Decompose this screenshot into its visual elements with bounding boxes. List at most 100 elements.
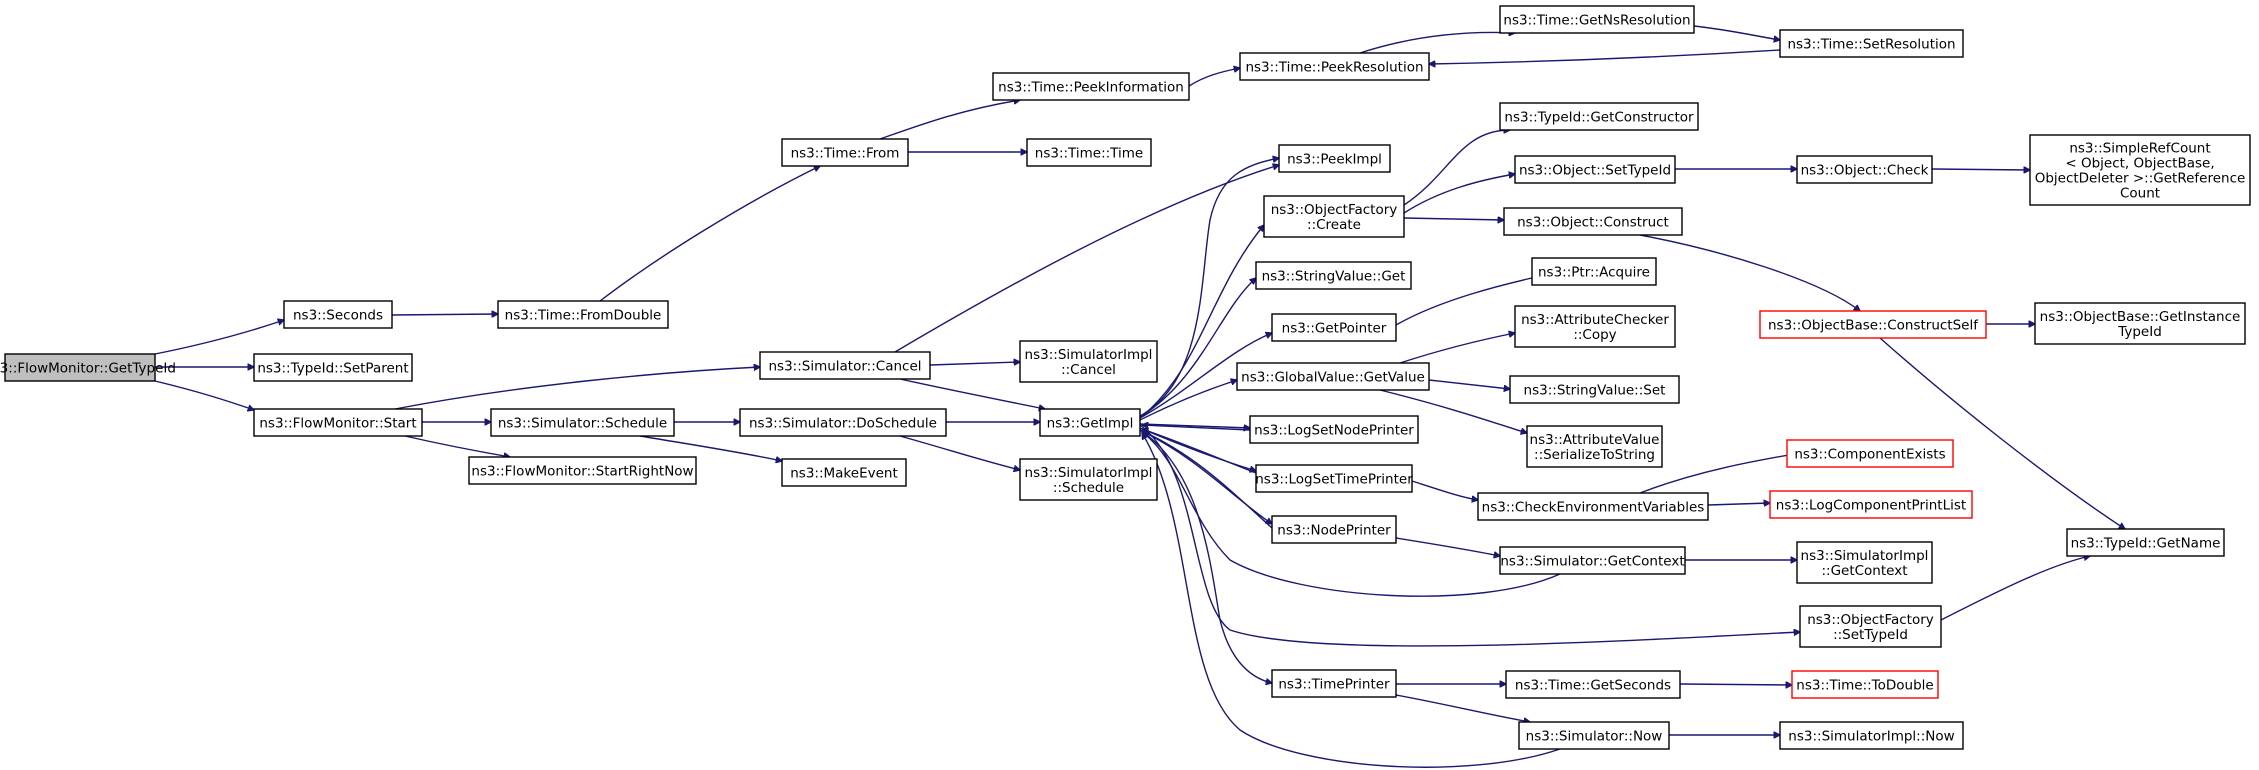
node-box xyxy=(781,458,907,487)
node-objfactcreate[interactable]: ns3::ObjectFactory::Create xyxy=(1263,195,1405,238)
node-implschedule[interactable]: ns3::SimulatorImpl::Schedule xyxy=(1019,458,1158,501)
node-logsetnode[interactable]: ns3::LogSetNodePrinter xyxy=(1249,415,1419,444)
node-objcheck[interactable]: ns3::Object::Check xyxy=(1796,155,1933,184)
edge-ofsettid-to-tidgetname xyxy=(1940,556,2090,621)
node-root[interactable]: ns3::FlowMonitor::GetTypeId xyxy=(0,353,176,382)
node-tidgetctor[interactable]: ns3::TypeId::GetConstructor xyxy=(1499,102,1699,131)
node-box xyxy=(1531,257,1657,286)
node-box xyxy=(1271,313,1397,342)
node-fromdouble[interactable]: ns3::Time::FromDouble xyxy=(497,300,669,329)
node-makeevent[interactable]: ns3::MakeEvent xyxy=(781,458,907,487)
edge-peekinfo-to-peekres xyxy=(1188,68,1240,87)
node-implcancel[interactable]: ns3::SimulatorImpl::Cancel xyxy=(1019,340,1158,383)
node-label: ns3::Object::Construct xyxy=(1517,215,1669,231)
node-nodeprinter[interactable]: ns3::NodePrinter xyxy=(1271,515,1397,544)
node-box xyxy=(2066,528,2225,557)
node-getnsres[interactable]: ns3::Time::GetNsResolution xyxy=(1499,5,1695,34)
node-label: ns3::PeekImpl xyxy=(1287,152,1382,168)
node-logsettime[interactable]: ns3::LogSetTimePrinter xyxy=(1255,464,1413,493)
node-constructself[interactable]: ns3::ObjectBase::ConstructSelf xyxy=(1759,310,1987,339)
node-label: ns3::Object::Check xyxy=(1801,163,1929,179)
node-label: ns3::ObjectFactory xyxy=(1807,612,1934,628)
node-label: ns3::StringValue::Get xyxy=(1262,269,1406,285)
node-label: ns3::Simulator::Cancel xyxy=(768,359,921,375)
node-simschedule[interactable]: ns3::Simulator::Schedule xyxy=(490,408,675,437)
node-label: ns3::Time::PeekResolution xyxy=(1245,60,1423,76)
node-label: ns3::LogComponentPrintList xyxy=(1776,498,1966,514)
node-label: ns3::ObjectBase::GetInstance xyxy=(2040,309,2241,325)
node-compexists[interactable]: ns3::ComponentExists xyxy=(1786,439,1954,468)
edge-gvgetvalue-to-strvalset xyxy=(1428,379,1510,389)
node-box xyxy=(1526,425,1663,468)
edge-nodeprinter-to-getimpl xyxy=(1142,431,1273,529)
node-label: ns3::Simulator::GetContext xyxy=(1500,554,1684,570)
node-box xyxy=(253,353,413,382)
node-checkenv[interactable]: ns3::CheckEnvironmentVariables xyxy=(1477,492,1709,521)
node-strvalset[interactable]: ns3::StringValue::Set xyxy=(1509,375,1680,404)
edge-fromdouble-to-timefrom xyxy=(599,166,820,302)
node-todouble[interactable]: ns3::Time::ToDouble xyxy=(1791,670,1939,699)
node-box xyxy=(1499,546,1686,575)
node-ptracquire[interactable]: ns3::Ptr::Acquire xyxy=(1531,257,1657,286)
node-gvgetvalue[interactable]: ns3::GlobalValue::GetValue xyxy=(1236,362,1430,391)
node-timetime[interactable]: ns3::Time::Time xyxy=(1026,138,1152,167)
node-doschedule[interactable]: ns3::Simulator::DoSchedule xyxy=(739,408,947,437)
node-box xyxy=(4,353,156,382)
node-attrcheckcopy[interactable]: ns3::AttributeChecker::Copy xyxy=(1514,305,1676,348)
node-seconds[interactable]: ns3::Seconds xyxy=(283,300,393,329)
node-label: ns3::Simulator::Schedule xyxy=(498,416,667,432)
node-label: ::SerializeToString xyxy=(1534,447,1655,463)
node-box xyxy=(253,408,423,437)
node-implnow[interactable]: ns3::SimulatorImpl::Now xyxy=(1779,721,1964,750)
node-getpointer[interactable]: ns3::GetPointer xyxy=(1271,313,1397,342)
node-simcancel[interactable]: ns3::Simulator::Cancel xyxy=(759,351,931,380)
node-peekimpl[interactable]: ns3::PeekImpl xyxy=(1278,144,1391,173)
node-attrvalser[interactable]: ns3::AttributeValue::SerializeToString xyxy=(1526,425,1663,468)
node-simplerefcount[interactable]: ns3::SimpleRefCount< Object, ObjectBase,… xyxy=(2029,134,2251,206)
node-label: ns3::FlowMonitor::StartRightNow xyxy=(471,464,693,480)
node-box xyxy=(1509,375,1680,404)
node-label: ns3::SimulatorImpl::Now xyxy=(1788,729,1954,745)
node-setparent[interactable]: ns3::TypeId::SetParent xyxy=(253,353,413,382)
node-ofsettid[interactable]: ns3::ObjectFactory::SetTypeId xyxy=(1799,605,1942,648)
node-strvalget[interactable]: ns3::StringValue::Get xyxy=(1255,261,1412,290)
node-timefrom[interactable]: ns3::Time::From xyxy=(781,138,909,167)
node-label: ns3::TypeId::GetConstructor xyxy=(1504,110,1694,126)
node-label: ns3::ComponentExists xyxy=(1794,447,1945,463)
node-objsettid[interactable]: ns3::Object::SetTypeId xyxy=(1514,155,1676,184)
node-label: ns3::Time::GetNsResolution xyxy=(1503,13,1690,29)
node-box xyxy=(1518,721,1670,750)
node-label: ns3::LogSetTimePrinter xyxy=(1255,472,1413,488)
edge-fmstart-to-simcancel xyxy=(394,367,760,410)
node-label: ns3::SimulatorImpl xyxy=(1025,347,1153,363)
node-peekres[interactable]: ns3::Time::PeekResolution xyxy=(1239,52,1430,81)
node-fmstart[interactable]: ns3::FlowMonitor::Start xyxy=(253,408,423,437)
node-getimpl[interactable]: ns3::GetImpl xyxy=(1039,408,1141,437)
node-label: ns3::GetImpl xyxy=(1047,416,1134,432)
node-label: ns3::SimpleRefCount xyxy=(2069,141,2210,157)
node-label: ns3::TypeId::GetName xyxy=(2071,536,2221,552)
edge-timegetsec-to-todouble xyxy=(1679,684,1792,685)
node-timegetsec[interactable]: ns3::Time::GetSeconds xyxy=(1505,670,1681,699)
node-label: ns3::TimePrinter xyxy=(1278,677,1390,693)
edge-timefrom-to-peekinfo xyxy=(879,100,1020,140)
node-simgetctx[interactable]: ns3::Simulator::GetContext xyxy=(1499,546,1686,575)
node-implgetctx[interactable]: ns3::SimulatorImpl::GetContext xyxy=(1796,541,1933,584)
node-simnow[interactable]: ns3::Simulator::Now xyxy=(1518,721,1670,750)
node-label: ns3::ObjectBase::ConstructSelf xyxy=(1768,318,1979,334)
node-timeprinter[interactable]: ns3::TimePrinter xyxy=(1271,669,1397,698)
node-box xyxy=(1759,310,1987,339)
node-startrightnow[interactable]: ns3::FlowMonitor::StartRightNow xyxy=(468,456,697,485)
node-label: ::Cancel xyxy=(1061,362,1116,378)
node-box xyxy=(1026,138,1152,167)
node-objconstruct[interactable]: ns3::Object::Construct xyxy=(1503,207,1683,236)
node-box xyxy=(1503,207,1683,236)
node-box xyxy=(1255,464,1413,493)
node-tidgetname[interactable]: ns3::TypeId::GetName xyxy=(2066,528,2225,557)
edge-objfactcreate-to-objconstruct xyxy=(1403,218,1504,220)
edge-gvgetvalue-to-attrvalser xyxy=(1379,389,1527,433)
node-setres[interactable]: ns3::Time::SetResolution xyxy=(1779,29,1964,58)
node-logcomplist[interactable]: ns3::LogComponentPrintList xyxy=(1769,490,1973,519)
node-peekinfo[interactable]: ns3::Time::PeekInformation xyxy=(992,72,1190,101)
